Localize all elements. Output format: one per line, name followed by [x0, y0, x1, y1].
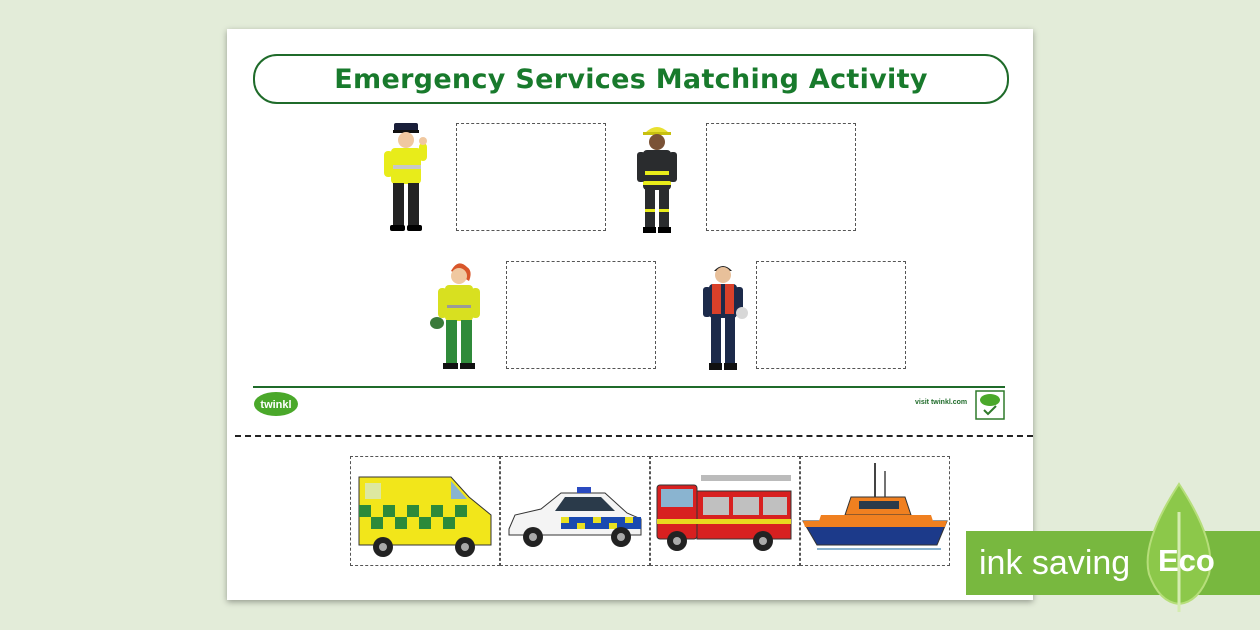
footer-divider	[253, 386, 1005, 388]
twinkl-logo-text: twinkl	[260, 399, 291, 411]
paramedic-figure	[430, 263, 480, 369]
title-banner: Emergency Services Matching Activity	[253, 54, 1009, 104]
vehicle-card-police-car[interactable]	[500, 456, 650, 566]
quality-badge	[975, 390, 1005, 420]
lifeboat-crew-figure	[703, 266, 748, 370]
police-officer-figure	[384, 123, 427, 231]
fire-engine-image	[656, 475, 792, 551]
firefighter-figure	[637, 127, 677, 233]
leaf-icon	[1146, 482, 1212, 612]
vehicle-card-fire-engine[interactable]	[650, 456, 800, 566]
eco-label: Eco	[1158, 543, 1215, 578]
twinkl-logo: twinkl	[254, 392, 298, 416]
visit-link[interactable]: visit twinkl.com	[915, 399, 968, 406]
ambulance-image	[358, 476, 492, 557]
answer-box-firefighter[interactable]	[706, 123, 856, 231]
vehicle-card-ambulance[interactable]	[350, 456, 500, 566]
cut-line	[235, 435, 1033, 437]
worksheet-title: Emergency Services Matching Activity	[334, 63, 928, 95]
answer-box-paramedic[interactable]	[506, 261, 656, 369]
police-car-image	[508, 487, 642, 547]
worksheet-page: Emergency Services Matching Activity	[227, 29, 1033, 600]
ink-saving-label: ink saving	[979, 543, 1131, 582]
vehicle-card-lifeboat[interactable]	[800, 456, 950, 566]
lifeboat-image	[802, 463, 948, 550]
answer-box-lifeboat-crew[interactable]	[756, 261, 906, 369]
answer-box-police[interactable]	[456, 123, 606, 231]
